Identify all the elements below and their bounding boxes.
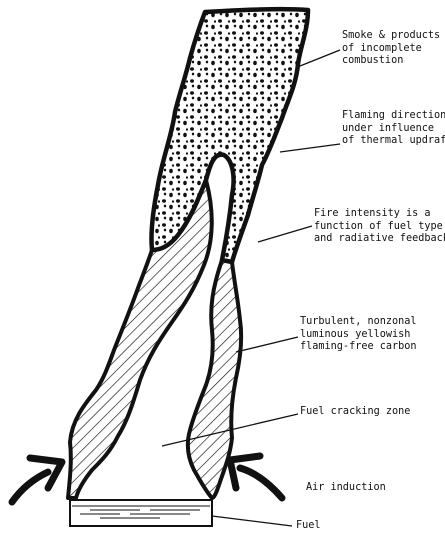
label-cracking: Fuel cracking zone [300,406,410,419]
air-induction-arrow-left [12,458,62,502]
leader-turbulent [236,337,298,352]
leader-fuel [212,516,292,526]
leader-flaming-direction [280,144,340,152]
label-fire-intensity: Fire intensity is a function of fuel typ… [314,208,445,246]
air-induction-arrow-right [230,456,282,498]
label-smoke: Smoke & products of incomplete combustio… [342,30,440,68]
leader-fire-intensity [258,226,312,242]
label-air-induction: Air induction [306,482,386,495]
label-fuel: Fuel [296,520,321,533]
leader-smoke [300,50,340,66]
fuel-tray [70,500,212,526]
smoke-plume [151,9,308,262]
label-turbulent: Turbulent, nonzonal luminous yellowish f… [300,316,417,354]
label-flaming-direction: Flaming direction under influence of the… [342,110,445,148]
